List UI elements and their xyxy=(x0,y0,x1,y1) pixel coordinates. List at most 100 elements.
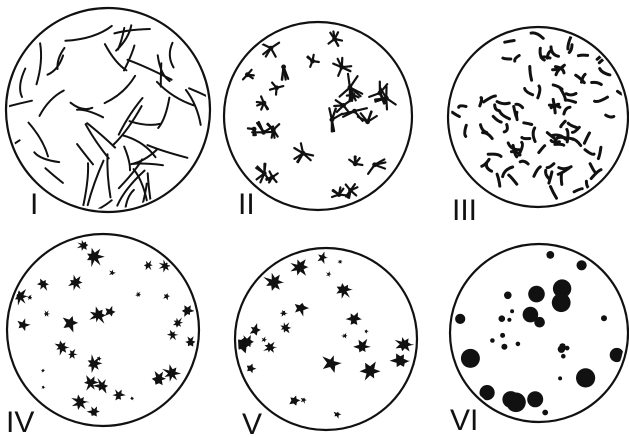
rod-mark xyxy=(574,189,582,192)
panel-vi: VI xyxy=(450,244,628,437)
clump-mark xyxy=(41,386,45,390)
clump-mark xyxy=(87,248,105,267)
field-circle xyxy=(224,22,412,210)
panel-marks xyxy=(452,33,624,198)
panel-v: V xyxy=(234,248,418,437)
rod-mark xyxy=(516,104,523,107)
cluster-core-mark xyxy=(378,91,383,96)
cluster-core-mark xyxy=(348,188,353,193)
filament-mark xyxy=(130,121,161,125)
rod-mark xyxy=(481,125,487,133)
filament-mark xyxy=(119,98,143,135)
clump-mark xyxy=(295,303,310,317)
clump-mark xyxy=(93,378,109,394)
filament-mark xyxy=(40,91,64,116)
clump-mark xyxy=(290,259,308,276)
rod-mark xyxy=(538,86,540,98)
dot-mark xyxy=(576,368,595,387)
filament-mark xyxy=(45,168,63,183)
rod-mark xyxy=(539,146,545,153)
clump-mark xyxy=(130,396,134,400)
dot-mark xyxy=(480,385,495,400)
cluster-core-mark xyxy=(351,92,356,97)
dot-mark xyxy=(504,292,512,300)
rod-mark xyxy=(534,167,540,177)
filament-mark xyxy=(77,110,103,118)
filament-mark xyxy=(124,46,134,71)
dot-mark xyxy=(542,410,548,416)
rod-mark xyxy=(480,98,482,106)
cluster-core-mark xyxy=(352,109,357,114)
rod-mark xyxy=(495,105,499,111)
rod-mark xyxy=(569,45,572,53)
cluster-core-mark xyxy=(252,127,257,132)
cluster-core-mark xyxy=(341,103,346,108)
cluster-core-mark xyxy=(274,85,279,90)
cluster-core-mark xyxy=(339,65,344,70)
rod-mark xyxy=(522,138,530,139)
dot-mark xyxy=(500,333,505,338)
rod-mark xyxy=(573,139,581,145)
dot-mark xyxy=(527,391,543,407)
rod-mark xyxy=(568,123,577,128)
dot-mark xyxy=(490,338,495,343)
dot-mark xyxy=(610,348,624,362)
clump-mark xyxy=(63,316,79,333)
dot-mark xyxy=(546,251,554,259)
rod-mark xyxy=(524,123,532,125)
filament-mark xyxy=(113,106,141,145)
clump-mark xyxy=(182,305,195,317)
rod-mark xyxy=(551,47,559,56)
rod-mark xyxy=(533,128,535,142)
clump-mark xyxy=(87,406,100,416)
clump-mark xyxy=(144,260,153,270)
filament-mark xyxy=(29,123,49,157)
clump-mark xyxy=(68,349,78,359)
cluster-core-mark xyxy=(261,130,266,135)
clump-mark xyxy=(109,270,116,276)
cluster-core-mark xyxy=(262,171,267,176)
clump-mark xyxy=(263,273,285,291)
filament-mark xyxy=(124,147,130,171)
rod-mark xyxy=(566,94,576,96)
clump-mark xyxy=(41,369,46,373)
rod-mark xyxy=(497,174,500,186)
clump-mark xyxy=(338,260,343,264)
filament-mark xyxy=(105,76,136,103)
cluster-core-mark xyxy=(262,101,267,106)
dot-mark xyxy=(601,315,607,321)
dot-mark xyxy=(516,342,521,347)
dot-mark xyxy=(558,376,562,380)
filament-mark xyxy=(0,101,32,113)
clump-mark xyxy=(326,271,332,277)
rod-mark xyxy=(578,55,587,56)
field-circle xyxy=(7,234,199,426)
clump-mark xyxy=(360,362,381,381)
panel-label: VI xyxy=(450,404,478,437)
clump-mark xyxy=(247,364,257,374)
panel-label: II xyxy=(238,188,255,221)
panel-ii: II xyxy=(224,22,412,221)
filament-mark xyxy=(131,149,157,164)
rod-mark xyxy=(546,170,549,178)
clump-mark xyxy=(77,240,89,251)
clump-mark xyxy=(250,323,261,336)
rod-mark xyxy=(551,187,557,199)
cluster-core-mark xyxy=(330,117,335,122)
panel-iv: IV xyxy=(6,234,199,437)
cluster-core-mark xyxy=(332,37,337,42)
clump-mark xyxy=(365,329,369,334)
rod-mark xyxy=(504,125,507,132)
dot-mark xyxy=(501,344,507,350)
rod-mark xyxy=(514,107,517,117)
clump-mark xyxy=(336,283,353,299)
rod-mark xyxy=(452,112,459,116)
rod-mark xyxy=(465,125,467,136)
clump-mark xyxy=(152,371,167,385)
clump-mark xyxy=(163,293,170,300)
clump-mark xyxy=(71,395,90,411)
clump-mark xyxy=(17,318,31,331)
panel-marks xyxy=(243,32,396,198)
rod-mark xyxy=(525,89,533,95)
